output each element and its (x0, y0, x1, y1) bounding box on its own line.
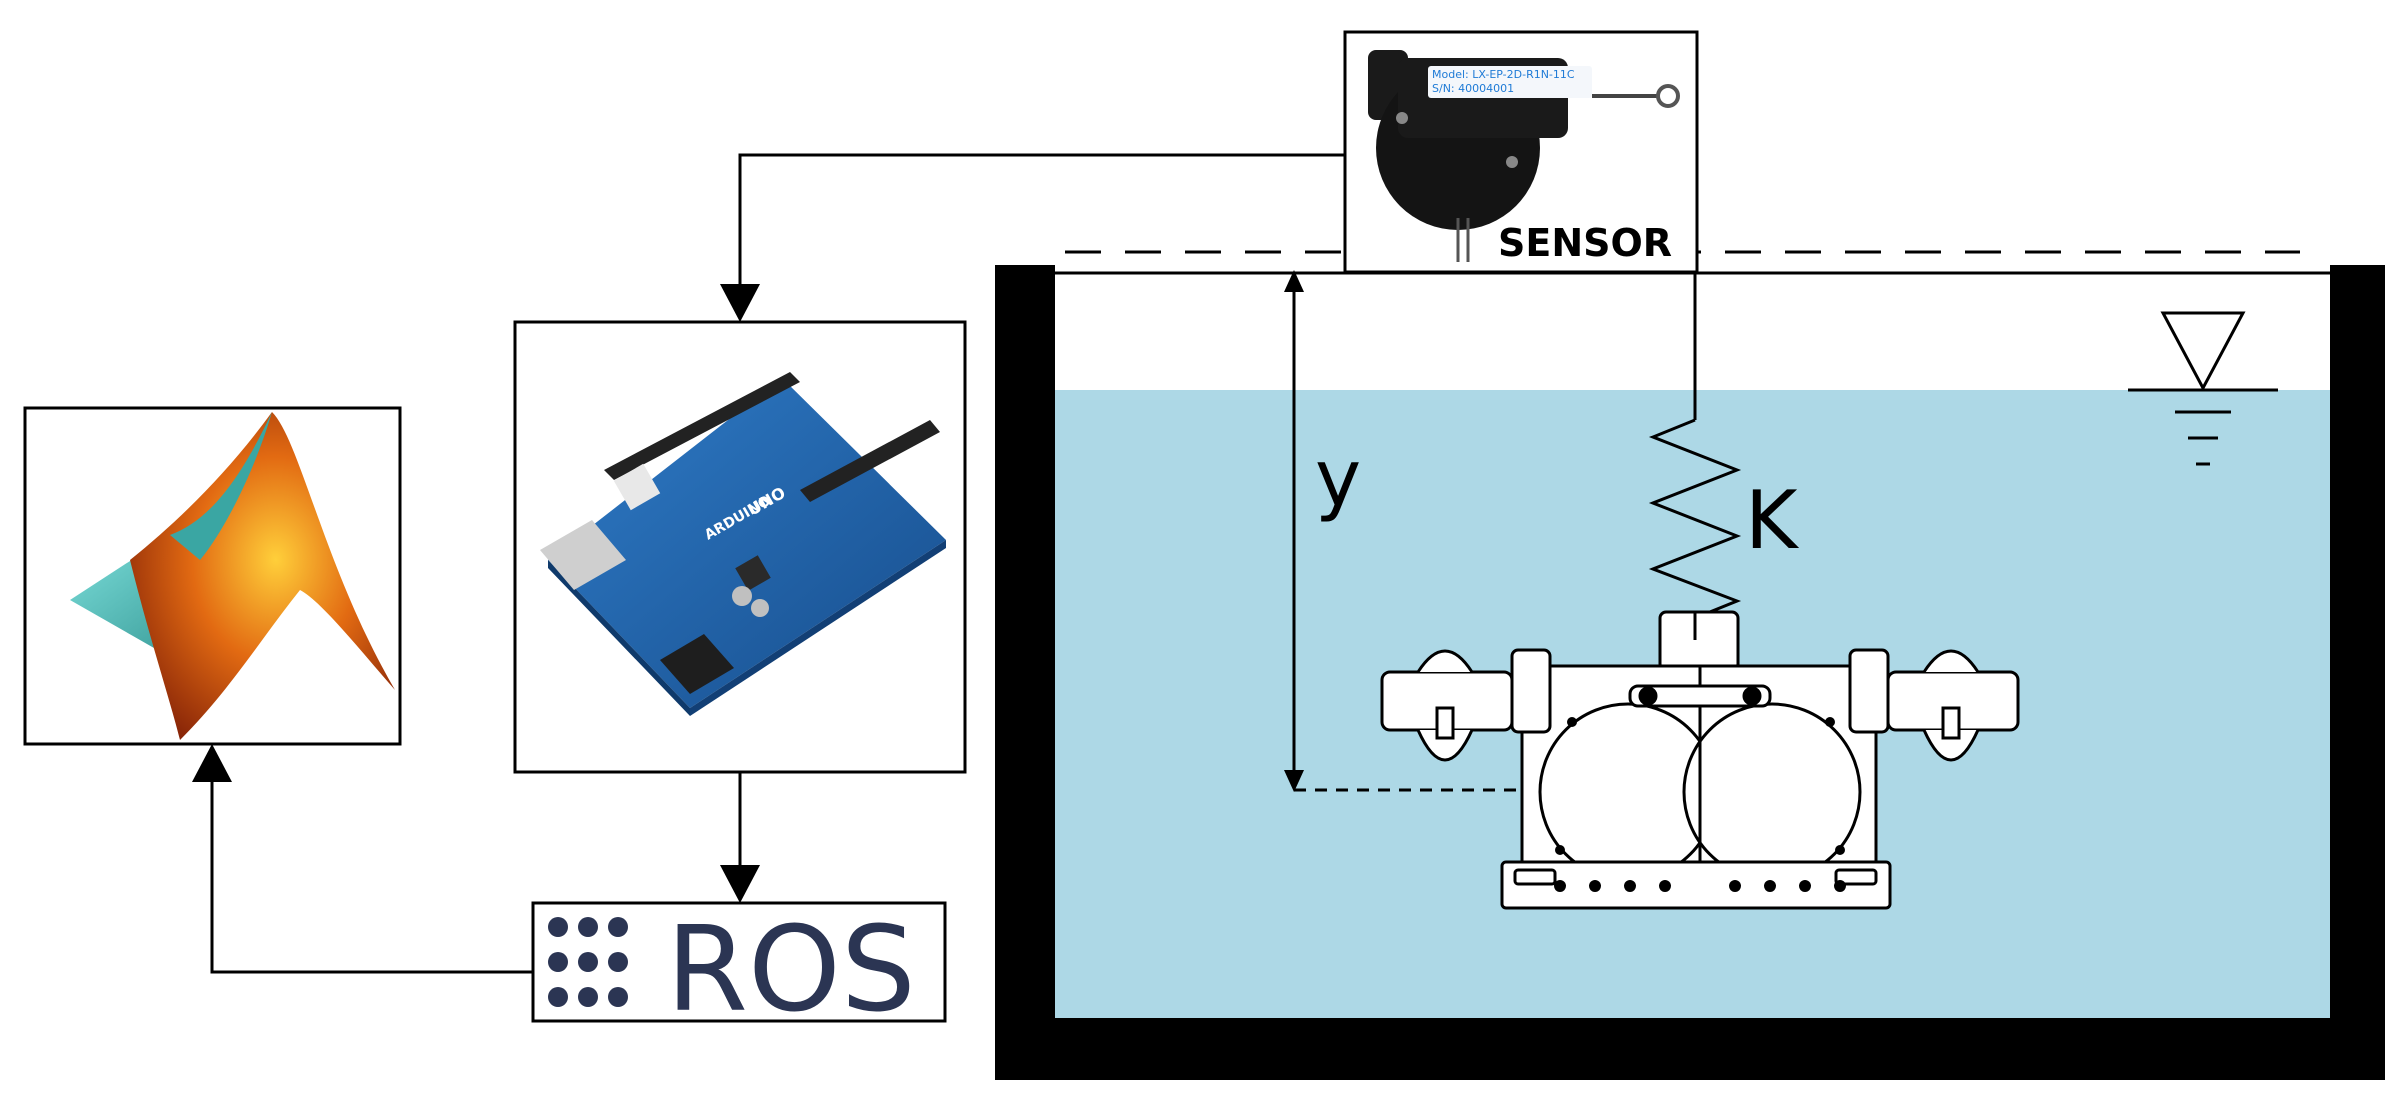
tank-right-wall (2330, 265, 2385, 1080)
ros-logo-icon (548, 917, 628, 1007)
water-level-symbol-icon (2128, 311, 2278, 466)
vehicle-bolts (1554, 717, 1846, 892)
arrow-into-matlab (192, 744, 232, 782)
tank-bottom (995, 1018, 2385, 1080)
depth-label: y (1315, 434, 1361, 524)
ros-box (531, 901, 947, 1023)
sensor-plate-serial: S/N: 40004001 (1432, 82, 1514, 95)
sensor-label: SENSOR (1498, 221, 1672, 265)
arrow-into-ros (720, 865, 760, 903)
matlab-logo-icon (70, 412, 395, 740)
draw-wire-sensor-icon: Model: LX-EP-2D-R1N-11C S/N: 40004001 (1368, 50, 1680, 262)
spring (1648, 270, 1742, 620)
underwater-vehicle-icon (1380, 610, 2020, 910)
connections (210, 153, 1345, 974)
sensor-plate-model: Model: LX-EP-2D-R1N-11C (1432, 68, 1575, 81)
tank-left-wall (995, 265, 1055, 1080)
ros-label: ROS (666, 900, 916, 1038)
arduino-uno-board-icon: ARDUINO UNO (540, 372, 946, 716)
spring-label: K (1745, 474, 1800, 567)
sensor-to-arduino-line (738, 153, 1345, 292)
arrow-into-arduino (720, 284, 760, 322)
ros-to-matlab-line (210, 775, 533, 974)
arrowheads (192, 284, 760, 903)
